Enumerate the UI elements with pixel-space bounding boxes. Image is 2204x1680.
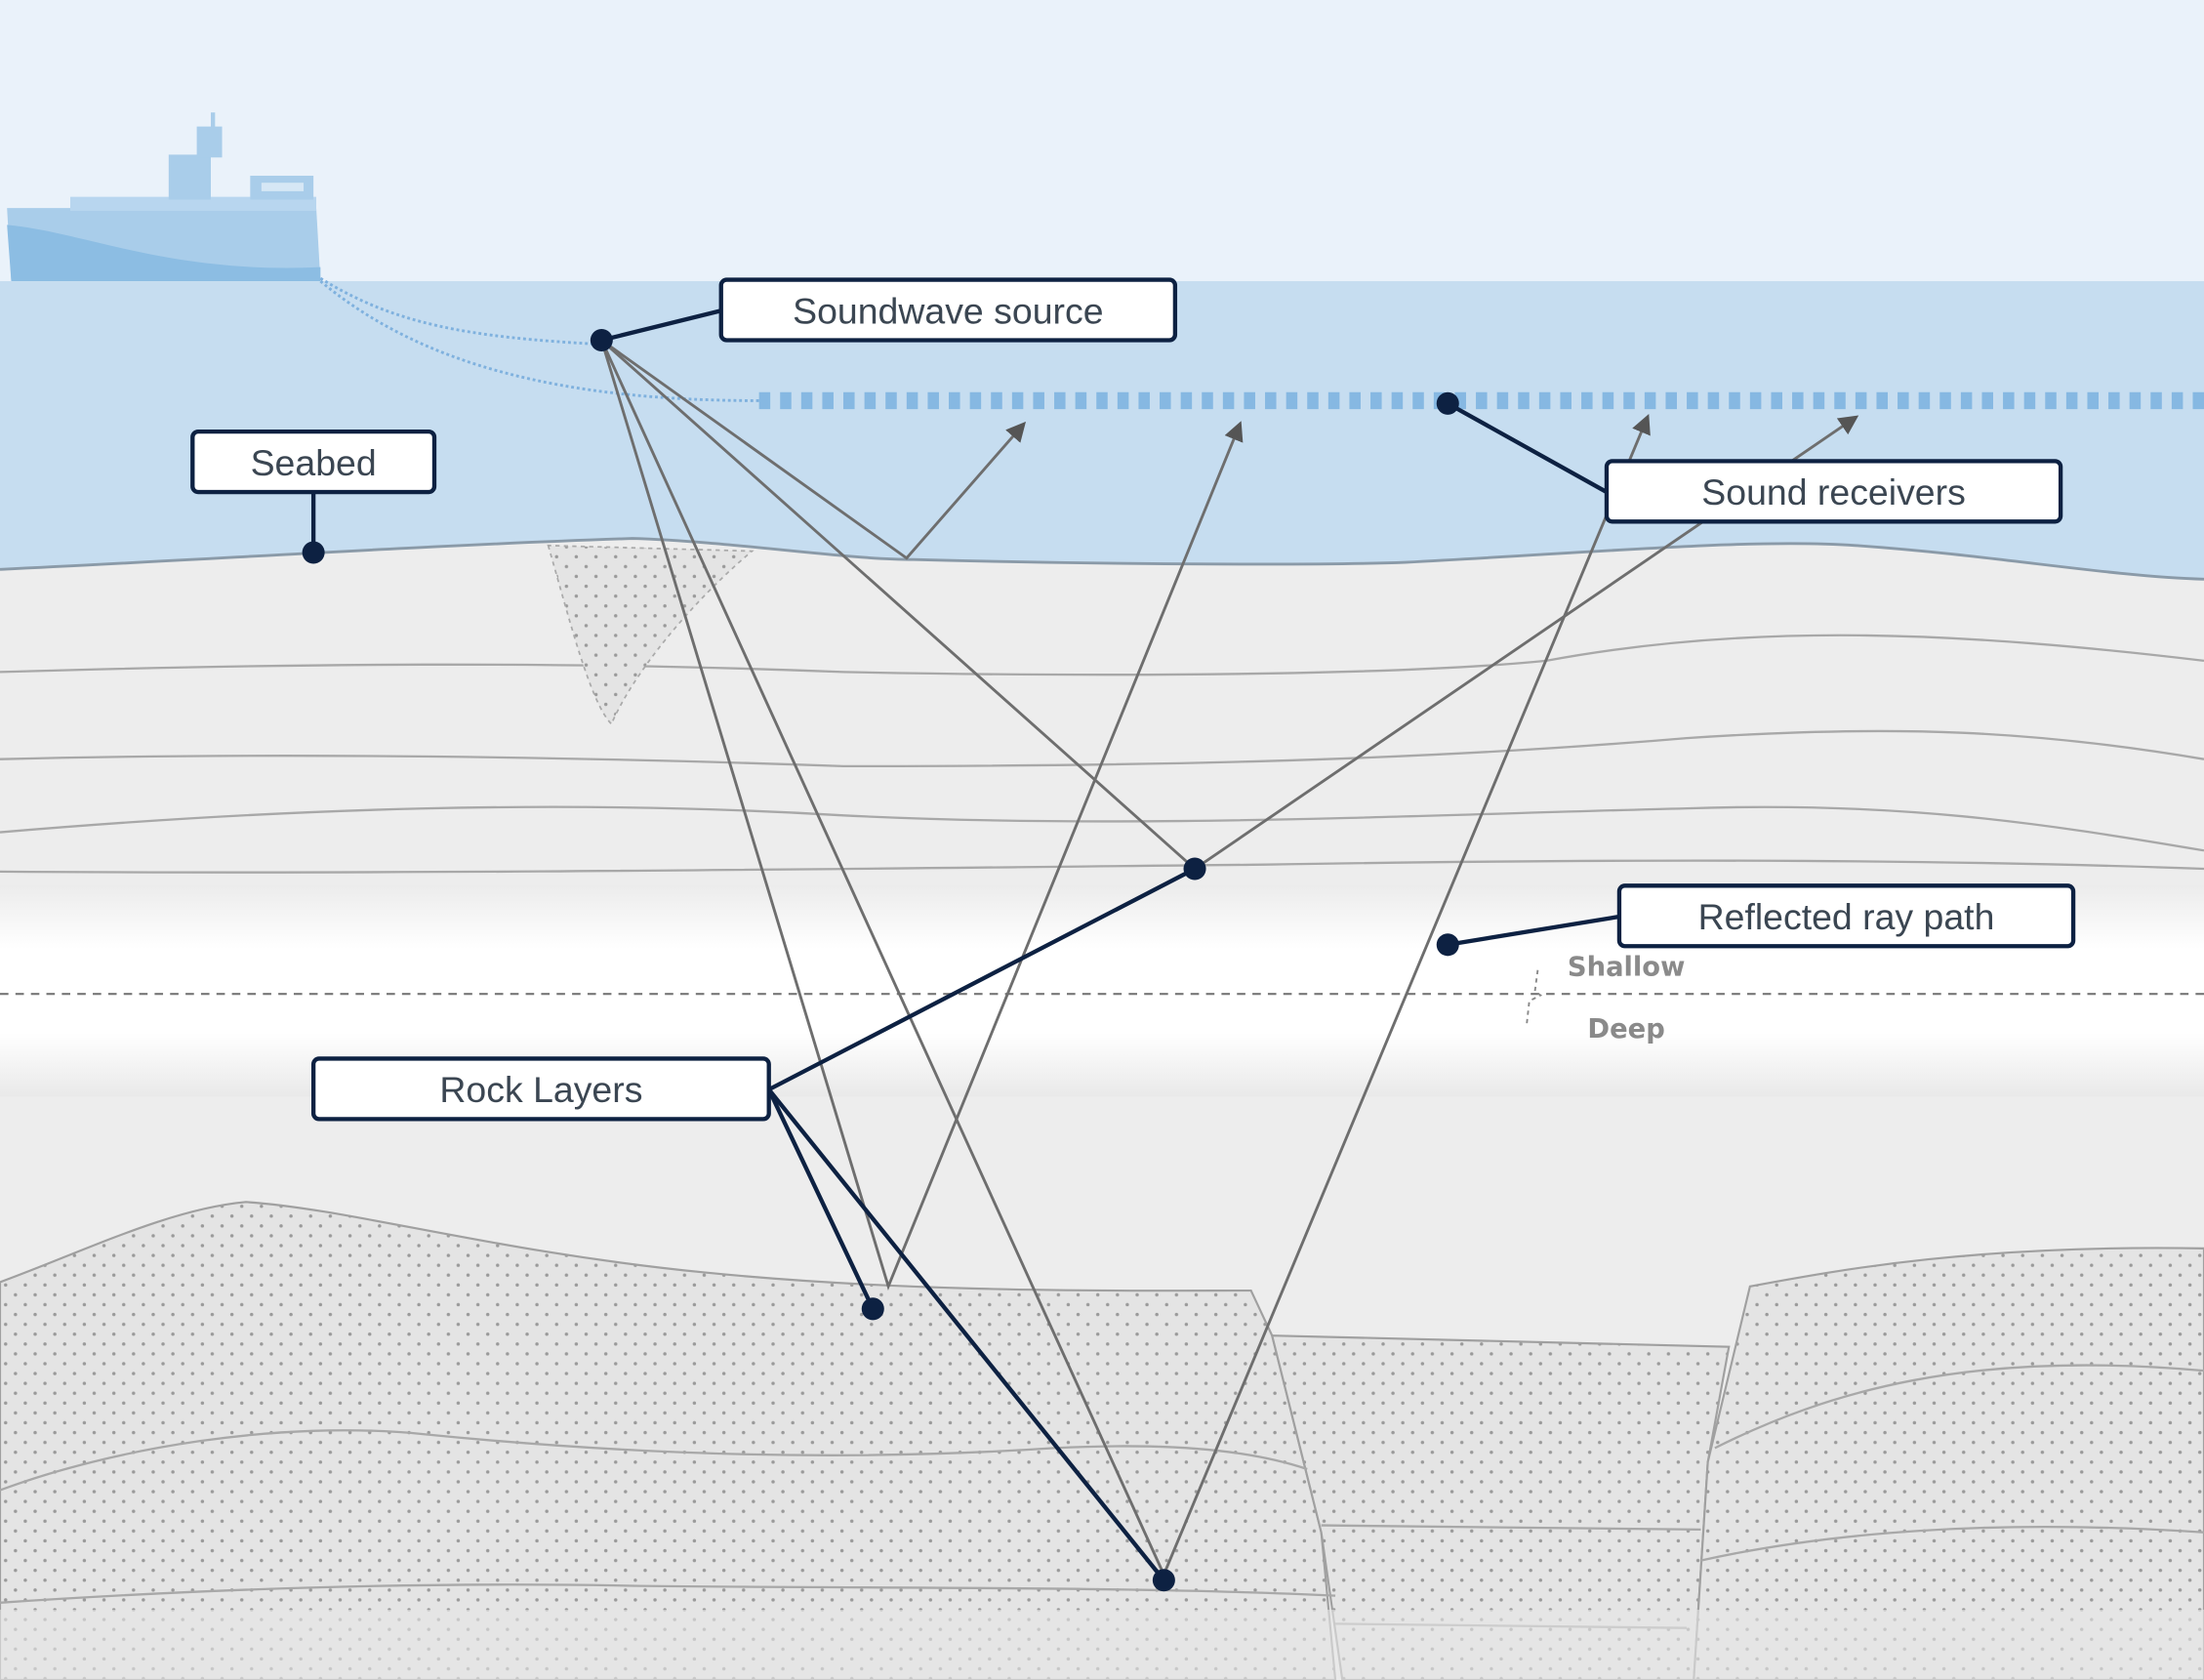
marker-dot (1183, 857, 1206, 881)
marker-dot (1152, 1569, 1175, 1592)
rock-layer-line (0, 1429, 1308, 1492)
marker-dot (861, 1297, 884, 1321)
connector-soundwave-source (600, 308, 722, 343)
rock-layer-line (0, 859, 2204, 874)
label-seabed: Seabed (190, 429, 437, 495)
label-sound-receivers: Sound receivers (1604, 459, 2063, 524)
deep-label: Deep (1587, 1014, 1664, 1045)
connector-reflected-ray-path (1447, 914, 1620, 947)
rock-layer-line (1714, 1364, 2204, 1450)
deep-stratum-left (0, 1201, 1337, 1680)
ray-path (600, 339, 1027, 560)
seabed-line (0, 537, 2204, 581)
fault-symbol-icon (1525, 969, 1543, 1027)
label-text: Seabed (251, 442, 377, 483)
marker-dot (1436, 391, 1459, 415)
connector-sound-receivers (1447, 401, 1609, 494)
connector-rock-layers (767, 1087, 1166, 1582)
ray-path (599, 340, 1244, 1291)
connector-rock-layers (767, 867, 1197, 1092)
connector-rock-layers (766, 1088, 876, 1310)
rock-layer-line (1321, 1524, 1701, 1532)
channel-deposit (547, 544, 755, 726)
marker-dot (590, 328, 613, 352)
survey-ship-icon (7, 112, 321, 282)
rock-layer-line (0, 729, 2204, 768)
marker-dot (1436, 933, 1459, 957)
tow-cable (319, 276, 605, 347)
label-text: Sound receivers (1701, 471, 1966, 512)
label-text: Soundwave source (793, 290, 1103, 331)
label-text: Reflected ray path (1698, 896, 1995, 937)
basement (0, 1609, 2204, 1680)
sky (0, 0, 2204, 282)
marker-dot (302, 541, 325, 564)
rock-layer-line (0, 634, 2204, 676)
label-text: Rock Layers (439, 1069, 642, 1110)
shallow-label: Shallow (1568, 952, 1685, 982)
label-soundwave-source: Soundwave source (718, 277, 1178, 343)
label-reflected-ray-path: Reflected ray path (1616, 883, 2076, 949)
rock-layer-line (1700, 1525, 2204, 1562)
rock-layer-line (0, 1583, 1336, 1604)
rock-layer-line (0, 805, 2204, 852)
label-rock-layers: Rock Layers (310, 1056, 771, 1122)
deep-stratum-middle (1270, 1334, 1731, 1680)
